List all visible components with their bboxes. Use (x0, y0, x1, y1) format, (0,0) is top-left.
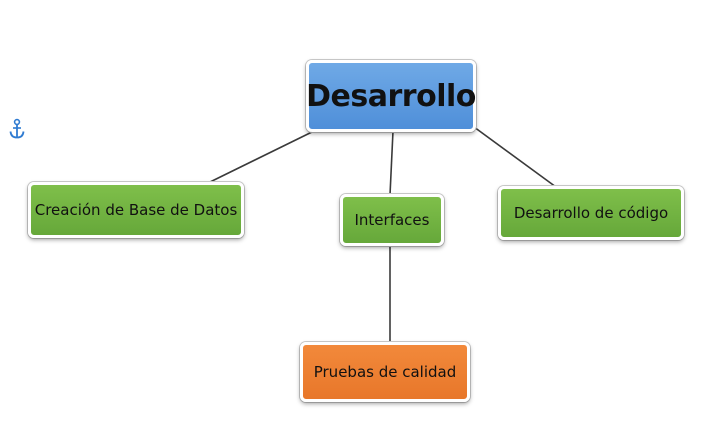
node-interfaces: Interfaces (340, 194, 444, 246)
node-desarrollo-label: Desarrollo (306, 78, 476, 114)
node-creacion-base-de-datos-label: Creación de Base de Datos (34, 201, 238, 219)
node-desarrollo-de-codigo: Desarrollo de código (498, 186, 684, 240)
connector-root-code (473, 126, 557, 188)
anchor-icon[interactable] (8, 118, 26, 140)
connector-root-db (207, 130, 315, 184)
node-desarrollo: Desarrollo (306, 60, 476, 132)
node-desarrollo-de-codigo-label: Desarrollo de código (513, 204, 669, 222)
node-creacion-base-de-datos: Creación de Base de Datos (28, 182, 244, 238)
node-pruebas-de-calidad: Pruebas de calidad (300, 342, 470, 402)
connector-root-interfaces (389, 130, 394, 196)
node-interfaces-label: Interfaces (354, 211, 430, 229)
node-pruebas-de-calidad-label: Pruebas de calidad (313, 363, 457, 381)
